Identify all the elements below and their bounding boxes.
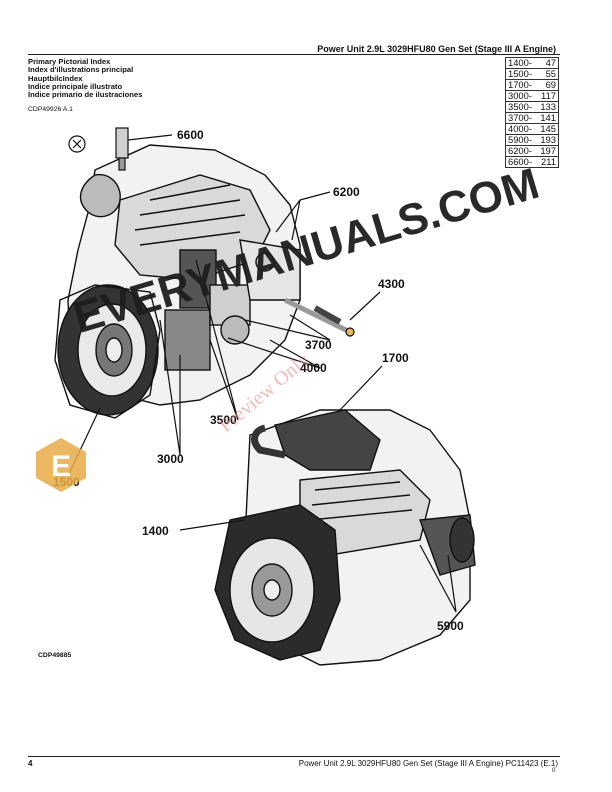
- thermostat-part: [68, 127, 129, 171]
- lower-engine-illustration: [244, 409, 476, 666]
- ref-code: 6600-: [508, 156, 532, 167]
- page-number: 211: [541, 156, 556, 167]
- page-number: 133: [540, 101, 556, 112]
- index-line: Índice primario de ilustraciones: [28, 90, 143, 100]
- index-entry-6600[interactable]: 6600- 211: [505, 156, 559, 168]
- page-number: 193: [540, 134, 556, 145]
- index-line: HauptbilcIndex: [28, 73, 83, 83]
- page-number: 69: [545, 79, 556, 90]
- page-number: 145: [540, 123, 556, 134]
- page-number: 47: [545, 57, 556, 68]
- footer-page-number: 4: [28, 759, 33, 768]
- ref-code: 3000-: [508, 90, 532, 101]
- leader-lines: [67, 134, 457, 613]
- table-row: 6600- 211: [505, 156, 559, 168]
- ref-code: 4000-: [508, 123, 532, 134]
- index-title-block: Primary Pictorial Index Index d'illustra…: [28, 57, 143, 100]
- table-row: 1700- 69: [505, 79, 559, 91]
- index-line: Indice principale illustrato: [28, 81, 123, 91]
- page-number: 197: [540, 145, 556, 156]
- watermark-logo-icon: E: [36, 438, 86, 492]
- index-line: Index d'illustrations principal: [28, 65, 134, 75]
- footer-small-text: 0: [552, 768, 556, 774]
- ref-code: 1400-: [508, 57, 532, 68]
- callout-4300[interactable]: 4300: [378, 277, 405, 291]
- ref-code: 6200-: [508, 145, 532, 156]
- callout-4000[interactable]: 4000: [300, 361, 327, 375]
- page-number: 117: [541, 90, 556, 101]
- callout-1400[interactable]: 1400: [142, 524, 169, 538]
- callout-3500[interactable]: 3500: [210, 413, 237, 427]
- index-entry-1700[interactable]: 1700- 69: [505, 79, 559, 91]
- flywheel-housing-upper: [54, 284, 161, 419]
- header-rule: [28, 54, 560, 55]
- callout-3700[interactable]: 3700: [305, 338, 332, 352]
- callout-6200[interactable]: 6200: [333, 185, 360, 199]
- callout-6600[interactable]: 6600: [177, 128, 204, 142]
- page-index-table: 1400- 47 1500- 55 1700- 69 3000- 117 3500- 13…: [505, 57, 559, 168]
- ref-code: 5900-: [508, 134, 532, 145]
- callout-1700[interactable]: 1700: [382, 351, 409, 365]
- callout-3000[interactable]: 3000: [157, 452, 184, 466]
- ref-code: 1700-: [508, 79, 532, 90]
- callout-5900[interactable]: 5900: [437, 619, 464, 633]
- figure-code: CDP49885: [38, 652, 72, 659]
- watermark-logo-letter: E: [51, 450, 71, 483]
- ref-code: 1500-: [508, 68, 532, 79]
- page-number: 141: [540, 112, 556, 123]
- header-title: Power Unit 2.9L 3029HFU80 Gen Set (Stage…: [317, 44, 556, 54]
- ref-code: 3500-: [508, 101, 532, 112]
- page-number: 55: [545, 68, 556, 79]
- ref-code: 3700-: [508, 112, 532, 123]
- footer-rule: [28, 756, 560, 757]
- flywheel-housing-lower: [214, 504, 341, 661]
- index-line: Primary Pictorial Index: [28, 57, 111, 66]
- doc-code: CDP49926 A.1: [28, 106, 73, 113]
- injector-part: [283, 297, 355, 337]
- footer-title: Power Unit 2.9L 3029HFU80 Gen Set (Stage…: [298, 759, 558, 768]
